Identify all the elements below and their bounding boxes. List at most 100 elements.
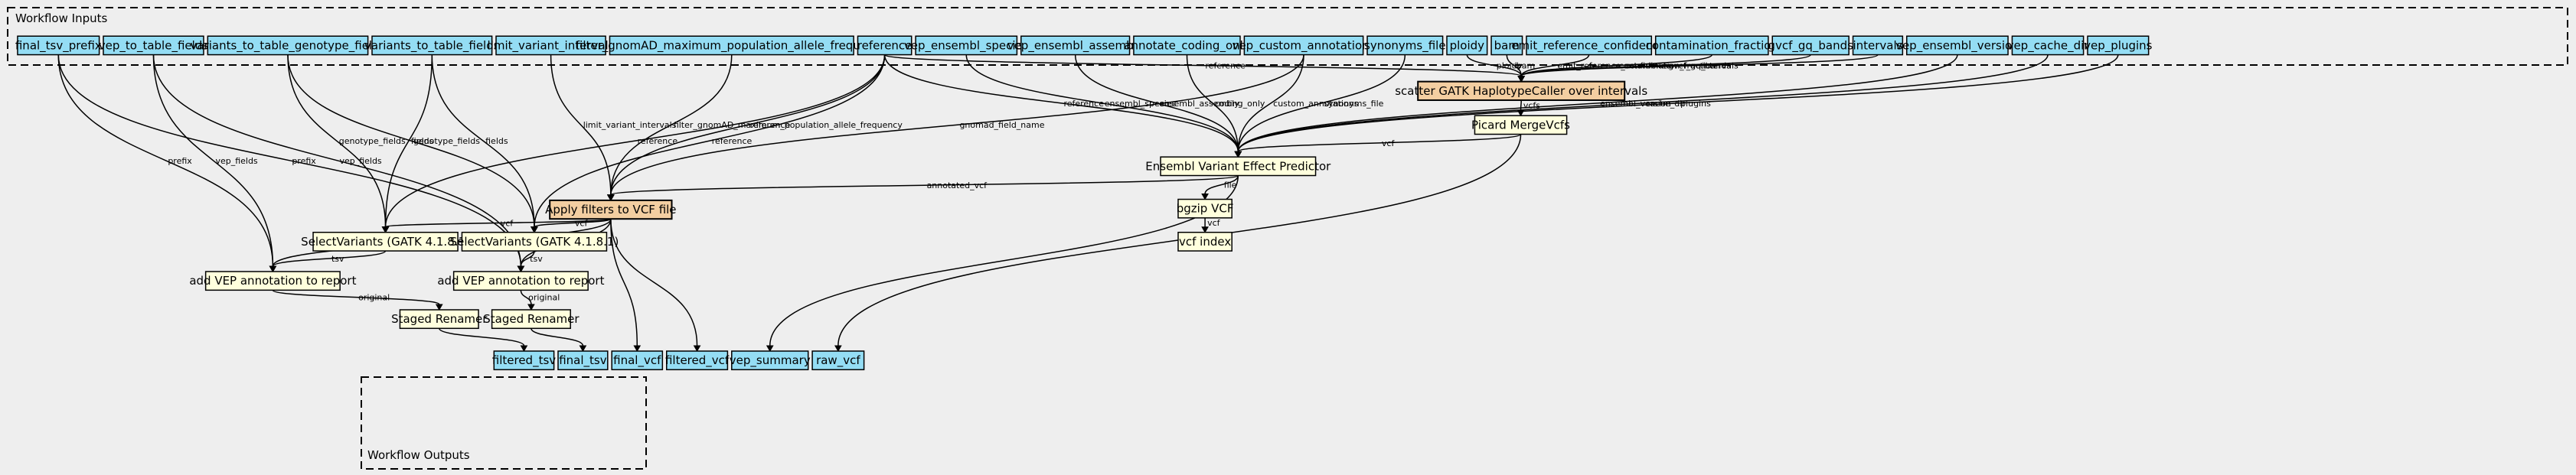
node-vep-plugins[interactable]: vep_plugins bbox=[2084, 35, 2153, 56]
node-ploidy[interactable]: ploidy bbox=[1446, 35, 1488, 56]
node-final-tsv-prefix[interactable]: final_tsv_prefix bbox=[15, 35, 102, 56]
node-label-vcf-index: vcf index bbox=[1179, 235, 1231, 249]
edge-label: gnomad_field_name bbox=[959, 120, 1044, 130]
edge-label: vep_fields bbox=[339, 156, 381, 166]
edge-label: reference bbox=[1205, 61, 1246, 71]
node-gvcf-gq-bands[interactable]: gvcf_gq_bands bbox=[1768, 35, 1853, 56]
node-label-out-filtered-vcf: filtered_vcf bbox=[665, 353, 730, 368]
node-label-out-final-tsv: final_tsv bbox=[559, 353, 607, 368]
edge-label: custom_annotations bbox=[1273, 99, 1359, 109]
node-label-vep-cache-dir: vep_cache_dir bbox=[2007, 38, 2090, 53]
node-variants-to-table-fields[interactable]: variants_to_table_fields bbox=[364, 35, 500, 56]
node-label-out-filtered-tsv: filtered_tsv bbox=[492, 353, 557, 368]
node-haplotype-caller[interactable]: scatter GATK HaplotypeCaller over interv… bbox=[1395, 80, 1647, 101]
edge-arrowhead bbox=[517, 265, 525, 273]
node-label-vep-to-table-fields: vep_to_table_fields bbox=[99, 38, 209, 53]
edge-label: coding_only bbox=[1215, 99, 1265, 109]
edge-staged-renamer-1-to-out-filtered-tsv bbox=[439, 327, 528, 353]
node-vep-to-table-fields[interactable]: vep_to_table_fields bbox=[99, 35, 209, 56]
node-synonyms-file[interactable]: synonyms_file bbox=[1364, 35, 1446, 56]
node-label-variants-to-table-genotype-fields: variants_to_table_genotype_fields bbox=[190, 38, 385, 53]
edge-label: reference bbox=[638, 136, 678, 146]
node-out-filtered-vcf[interactable]: filtered_vcf bbox=[665, 350, 730, 371]
edge-apply-filters-to-out-final-vcf bbox=[610, 219, 642, 353]
node-vep-custom-annotations[interactable]: vep_custom_annotations bbox=[1232, 35, 1376, 56]
node-select-variants-2[interactable]: SelectVariants (GATK 4.1.8.1) bbox=[450, 232, 619, 252]
edge-label: prefix bbox=[168, 156, 192, 166]
node-apply-filters[interactable]: Apply filters to VCF file bbox=[545, 199, 677, 220]
node-label-gvcf-gq-bands: gvcf_gq_bands bbox=[1768, 38, 1853, 53]
edge-label: synonyms_file bbox=[1324, 99, 1383, 109]
node-label-out-final-vcf: final_vcf bbox=[613, 353, 661, 368]
node-annotate-coding-only[interactable]: annotate_coding_only bbox=[1124, 35, 1250, 56]
node-label-out-vep-summary: vep_summary bbox=[730, 353, 811, 368]
edge-arrowhead bbox=[579, 345, 587, 353]
node-out-final-tsv[interactable]: final_tsv bbox=[557, 350, 609, 371]
node-label-variants-to-table-fields: variants_to_table_fields bbox=[364, 38, 500, 53]
edge-intervals-to-haplotype-caller: intervals bbox=[1517, 54, 1879, 83]
edge-label: vep_fields bbox=[215, 156, 257, 166]
edge-staged-renamer-2-to-out-final-tsv bbox=[531, 327, 587, 353]
node-staged-renamer-2[interactable]: Staged Renamer bbox=[483, 309, 580, 330]
edge-label: reference bbox=[712, 136, 753, 146]
edge-limit-variant-intervals-to-apply-filters: limit_variant_intervals bbox=[550, 54, 677, 201]
edge-arrowhead bbox=[1234, 151, 1242, 158]
node-intervals[interactable]: intervals bbox=[1852, 35, 1904, 56]
node-contamination-fraction[interactable]: contamination_fraction bbox=[1646, 35, 1778, 56]
edge-label: original bbox=[528, 293, 560, 303]
edge-label: limit_variant_intervals bbox=[583, 120, 677, 130]
node-out-filtered-tsv[interactable]: filtered_tsv bbox=[492, 350, 557, 371]
edge-arrowhead bbox=[435, 304, 443, 311]
node-vcf-index[interactable]: vcf index bbox=[1177, 232, 1232, 252]
node-add-vep-2[interactable]: add VEP annotation to report bbox=[437, 271, 605, 291]
node-bam[interactable]: bam bbox=[1490, 35, 1523, 56]
node-label-bam: bam bbox=[1494, 38, 1520, 52]
edge-label: bam bbox=[1517, 61, 1535, 71]
node-staged-renamer-1[interactable]: Staged Renamer bbox=[391, 309, 488, 330]
node-vep-ensembl-version[interactable]: vep_ensembl_version bbox=[1895, 35, 2019, 56]
node-select-variants-1[interactable]: SelectVariants (GATK 4.1.8.1) bbox=[301, 232, 470, 252]
node-variants-to-table-genotype-fields[interactable]: variants_to_table_genotype_fields bbox=[190, 35, 386, 56]
edge-label: tsv bbox=[331, 254, 344, 264]
node-add-vep-1[interactable]: add VEP annotation to report bbox=[189, 271, 357, 291]
node-limit-variant-intervals[interactable]: limit_variant_intervals bbox=[488, 35, 615, 56]
node-out-raw-vcf[interactable]: raw_vcf bbox=[811, 350, 865, 371]
node-out-final-vcf[interactable]: final_vcf bbox=[611, 350, 664, 371]
node-bgzip[interactable]: bgzip VCF bbox=[1177, 198, 1234, 219]
node-vep-cache-dir[interactable]: vep_cache_dir bbox=[2007, 35, 2090, 56]
edge-arrowhead bbox=[527, 304, 535, 311]
node-label-select-variants-1: SelectVariants (GATK 4.1.8.1) bbox=[301, 235, 470, 249]
node-label-add-vep-2: add VEP annotation to report bbox=[437, 274, 604, 288]
edge-apply-filters-to-out-filtered-vcf bbox=[610, 219, 701, 353]
edge-label: reference bbox=[1063, 99, 1104, 109]
node-label-staged-renamer-2: Staged Renamer bbox=[483, 312, 580, 326]
outputs-cluster-label: Workflow Outputs bbox=[367, 448, 470, 462]
node-label-reference: reference bbox=[857, 38, 913, 52]
edge-arrowhead bbox=[1201, 194, 1209, 200]
edge-label: genotype_fields bbox=[413, 136, 480, 146]
edge-label: prefix bbox=[292, 156, 316, 166]
edge-merge-vcfs-to-vep: vcf bbox=[1234, 133, 1522, 158]
node-label-vep-ensembl-assembly: vep_ensembl_assembly bbox=[1007, 38, 1144, 53]
node-vep-ensembl-species[interactable]: vep_ensembl_species bbox=[904, 35, 1029, 56]
edge-arrowhead bbox=[693, 345, 701, 353]
node-label-merge-vcfs: Picard MergeVcfs bbox=[1471, 118, 1570, 132]
node-vep-ensembl-assembly[interactable]: vep_ensembl_assembly bbox=[1007, 35, 1144, 56]
edge-label: reference bbox=[750, 120, 791, 130]
edge-label: plugins bbox=[1680, 99, 1711, 109]
node-label-vep-ensembl-species: vep_ensembl_species bbox=[904, 38, 1029, 53]
edge-reference-to-haplotype-caller: reference bbox=[883, 54, 1526, 83]
edge-label: tsv bbox=[530, 254, 543, 264]
node-filter-gnomad[interactable]: filter_gnomAD_maximum_population_allele_… bbox=[576, 35, 888, 56]
edge-label: file bbox=[1224, 181, 1237, 190]
node-label-out-raw-vcf: raw_vcf bbox=[816, 353, 860, 368]
node-label-ploidy: ploidy bbox=[1450, 38, 1485, 52]
node-out-vep-summary[interactable]: vep_summary bbox=[730, 350, 811, 371]
node-merge-vcfs[interactable]: Picard MergeVcfs bbox=[1471, 115, 1570, 135]
node-emit-reference-confidence[interactable]: emit_reference_confidence bbox=[1511, 35, 1667, 56]
node-vep[interactable]: Ensembl Variant Effect Predictor bbox=[1145, 156, 1331, 177]
edge-select-variants-2-to-add-vep-2: tsv bbox=[517, 250, 543, 273]
node-reference[interactable]: reference bbox=[857, 35, 913, 56]
node-label-add-vep-1: add VEP annotation to report bbox=[189, 274, 356, 288]
